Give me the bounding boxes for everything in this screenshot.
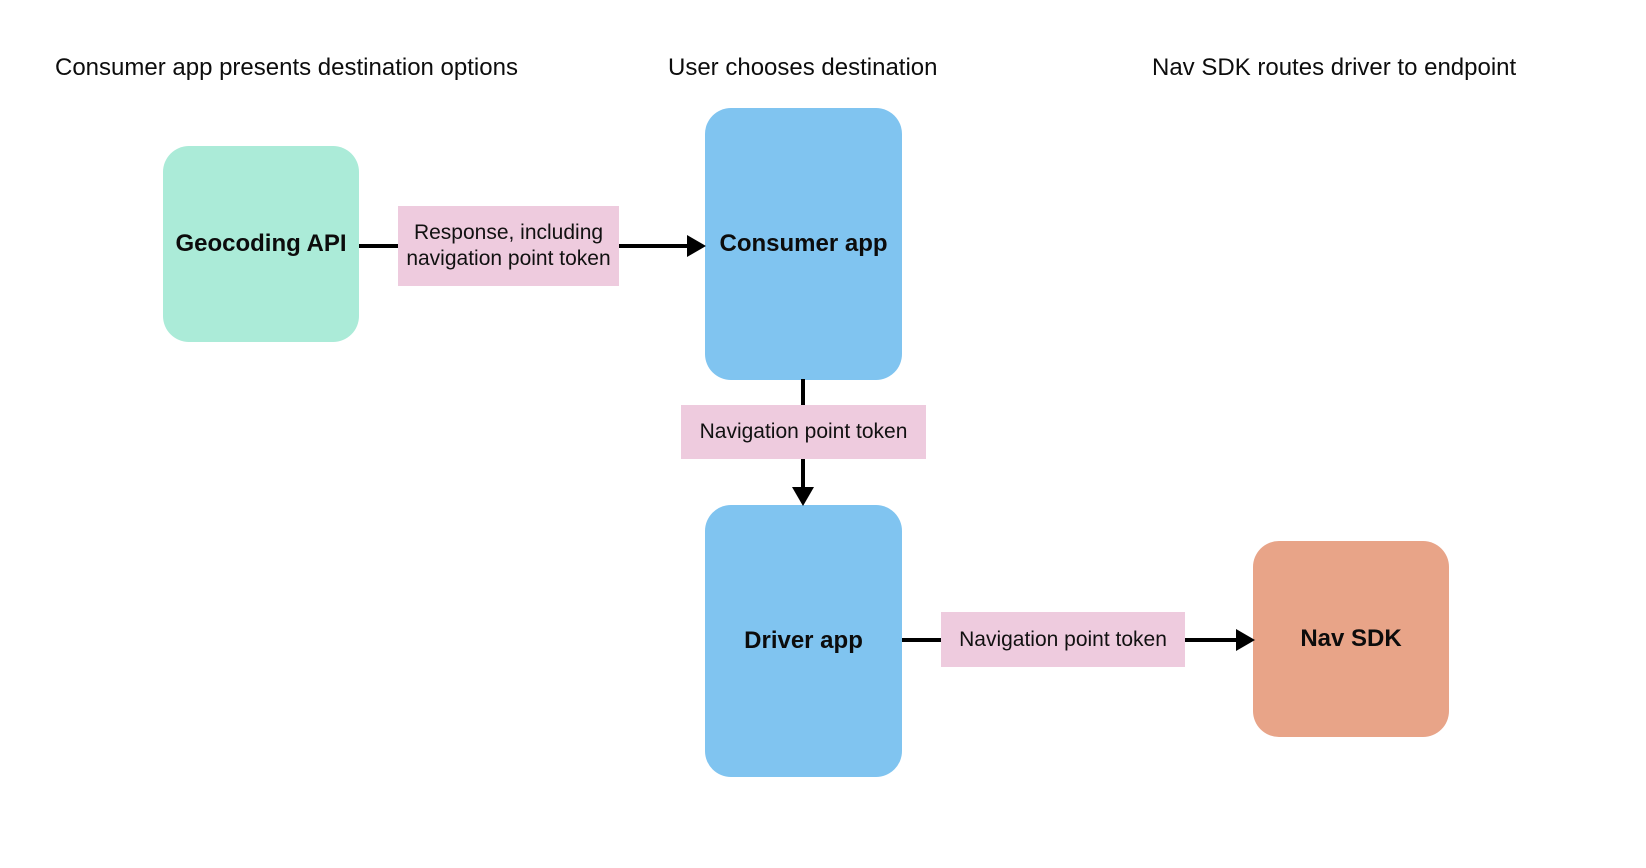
arrowhead-down-icon [792, 487, 814, 506]
column-header-nav-sdk-routes-driver: Nav SDK routes driver to endpoint [1152, 54, 1517, 81]
edge-label-consumer-to-driver-text: Navigation point token [699, 420, 908, 443]
connector-geocoding-api-to-label [359, 244, 401, 248]
node-nav-sdk[interactable]: Nav SDK [1253, 541, 1449, 737]
connector-label-to-consumer-app [617, 244, 689, 248]
edge-label-geocoding-response-text: Response, including navigation point tok… [406, 221, 611, 270]
edge-label-consumer-to-driver: Navigation point token [681, 405, 926, 459]
connector-driver-app-to-label [902, 638, 944, 642]
node-consumer-app-label: Consumer app [719, 230, 888, 257]
node-geocoding-api-label: Geocoding API [175, 230, 347, 257]
node-geocoding-api[interactable]: Geocoding API [163, 146, 359, 342]
arrowhead-right-icon [687, 235, 706, 257]
node-consumer-app[interactable]: Consumer app [705, 108, 902, 380]
edge-label-driver-to-navsdk: Navigation point token [941, 612, 1185, 667]
node-driver-app-label: Driver app [744, 627, 863, 654]
arrowhead-right-icon [1236, 629, 1255, 651]
column-header-consumer-app-presents: Consumer app presents destination option… [55, 54, 518, 81]
node-driver-app[interactable]: Driver app [705, 505, 902, 777]
edge-label-driver-to-navsdk-text: Navigation point token [959, 627, 1167, 651]
connector-label-to-nav-sdk [1183, 638, 1239, 642]
edge-label-geocoding-response: Response, including navigation point tok… [398, 206, 619, 286]
connector-consumer-app-to-label [801, 379, 805, 409]
node-nav-sdk-label: Nav SDK [1300, 625, 1402, 652]
column-header-user-chooses-destination: User chooses destination [668, 54, 938, 81]
connector-label-to-driver-app [801, 456, 805, 490]
